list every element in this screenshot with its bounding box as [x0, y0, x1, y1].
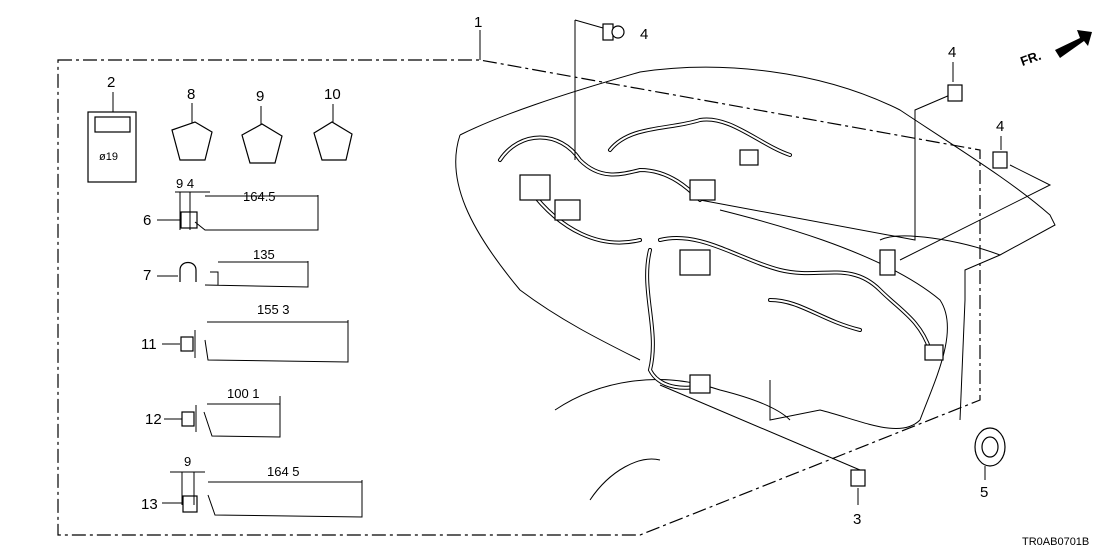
- front-direction-arrow: FR.: [1018, 30, 1092, 69]
- callout-4c: 4: [996, 118, 1004, 135]
- clip-12: 12 100 1: [145, 386, 281, 438]
- dashboard-outline: [455, 66, 1056, 501]
- wire-harness: [498, 117, 944, 394]
- callout-4a: 4: [640, 26, 648, 43]
- grommet-5: 5: [974, 427, 1006, 501]
- callout-2: 2: [107, 74, 115, 91]
- bolt-4-middle: 4: [699, 44, 963, 241]
- clip-11-length: 155 3: [257, 302, 290, 317]
- clip-7: 7 135: [143, 247, 309, 288]
- clip-7-length: 135: [253, 247, 275, 262]
- callout-6: 6: [143, 212, 151, 229]
- clip-6-length: 164.5: [243, 189, 276, 204]
- clip-2-diameter: ø19: [99, 151, 118, 163]
- clip-8: 8: [171, 86, 213, 161]
- kit-outline: [57, 59, 981, 536]
- callout-12: 12: [145, 411, 162, 428]
- clip-12-length: 100 1: [227, 386, 260, 401]
- clip-10: 10: [313, 86, 353, 161]
- clip-11: 11 155 3: [141, 302, 349, 363]
- callout-10: 10: [324, 86, 341, 103]
- bolt-4-top: 4: [574, 19, 648, 160]
- callout-5: 5: [980, 484, 988, 501]
- fr-label: FR.: [1018, 48, 1043, 69]
- clip-13: 13 9 164 5: [141, 454, 363, 518]
- callout-9: 9: [256, 88, 264, 105]
- diagram-code: TR0AB0701B: [1022, 536, 1089, 548]
- clip-2: 2 ø19: [87, 74, 137, 183]
- callout-3: 3: [853, 511, 861, 528]
- bolt-3: 3: [659, 384, 866, 528]
- callout-8: 8: [187, 86, 195, 103]
- bolt-4-right: 4: [899, 118, 1052, 261]
- clip-9: 9: [241, 88, 283, 164]
- callout-4b: 4: [948, 44, 956, 61]
- clip-13-length: 164 5: [267, 464, 300, 479]
- clip-6: 6 9 4 164.5: [143, 176, 319, 231]
- callout-13: 13: [141, 496, 158, 513]
- callout-7: 7: [143, 267, 151, 284]
- clip-6-width: 9 4: [176, 176, 194, 191]
- callout-11: 11: [141, 336, 157, 353]
- clip-13-width: 9: [184, 454, 191, 469]
- callout-1: 1: [474, 14, 482, 31]
